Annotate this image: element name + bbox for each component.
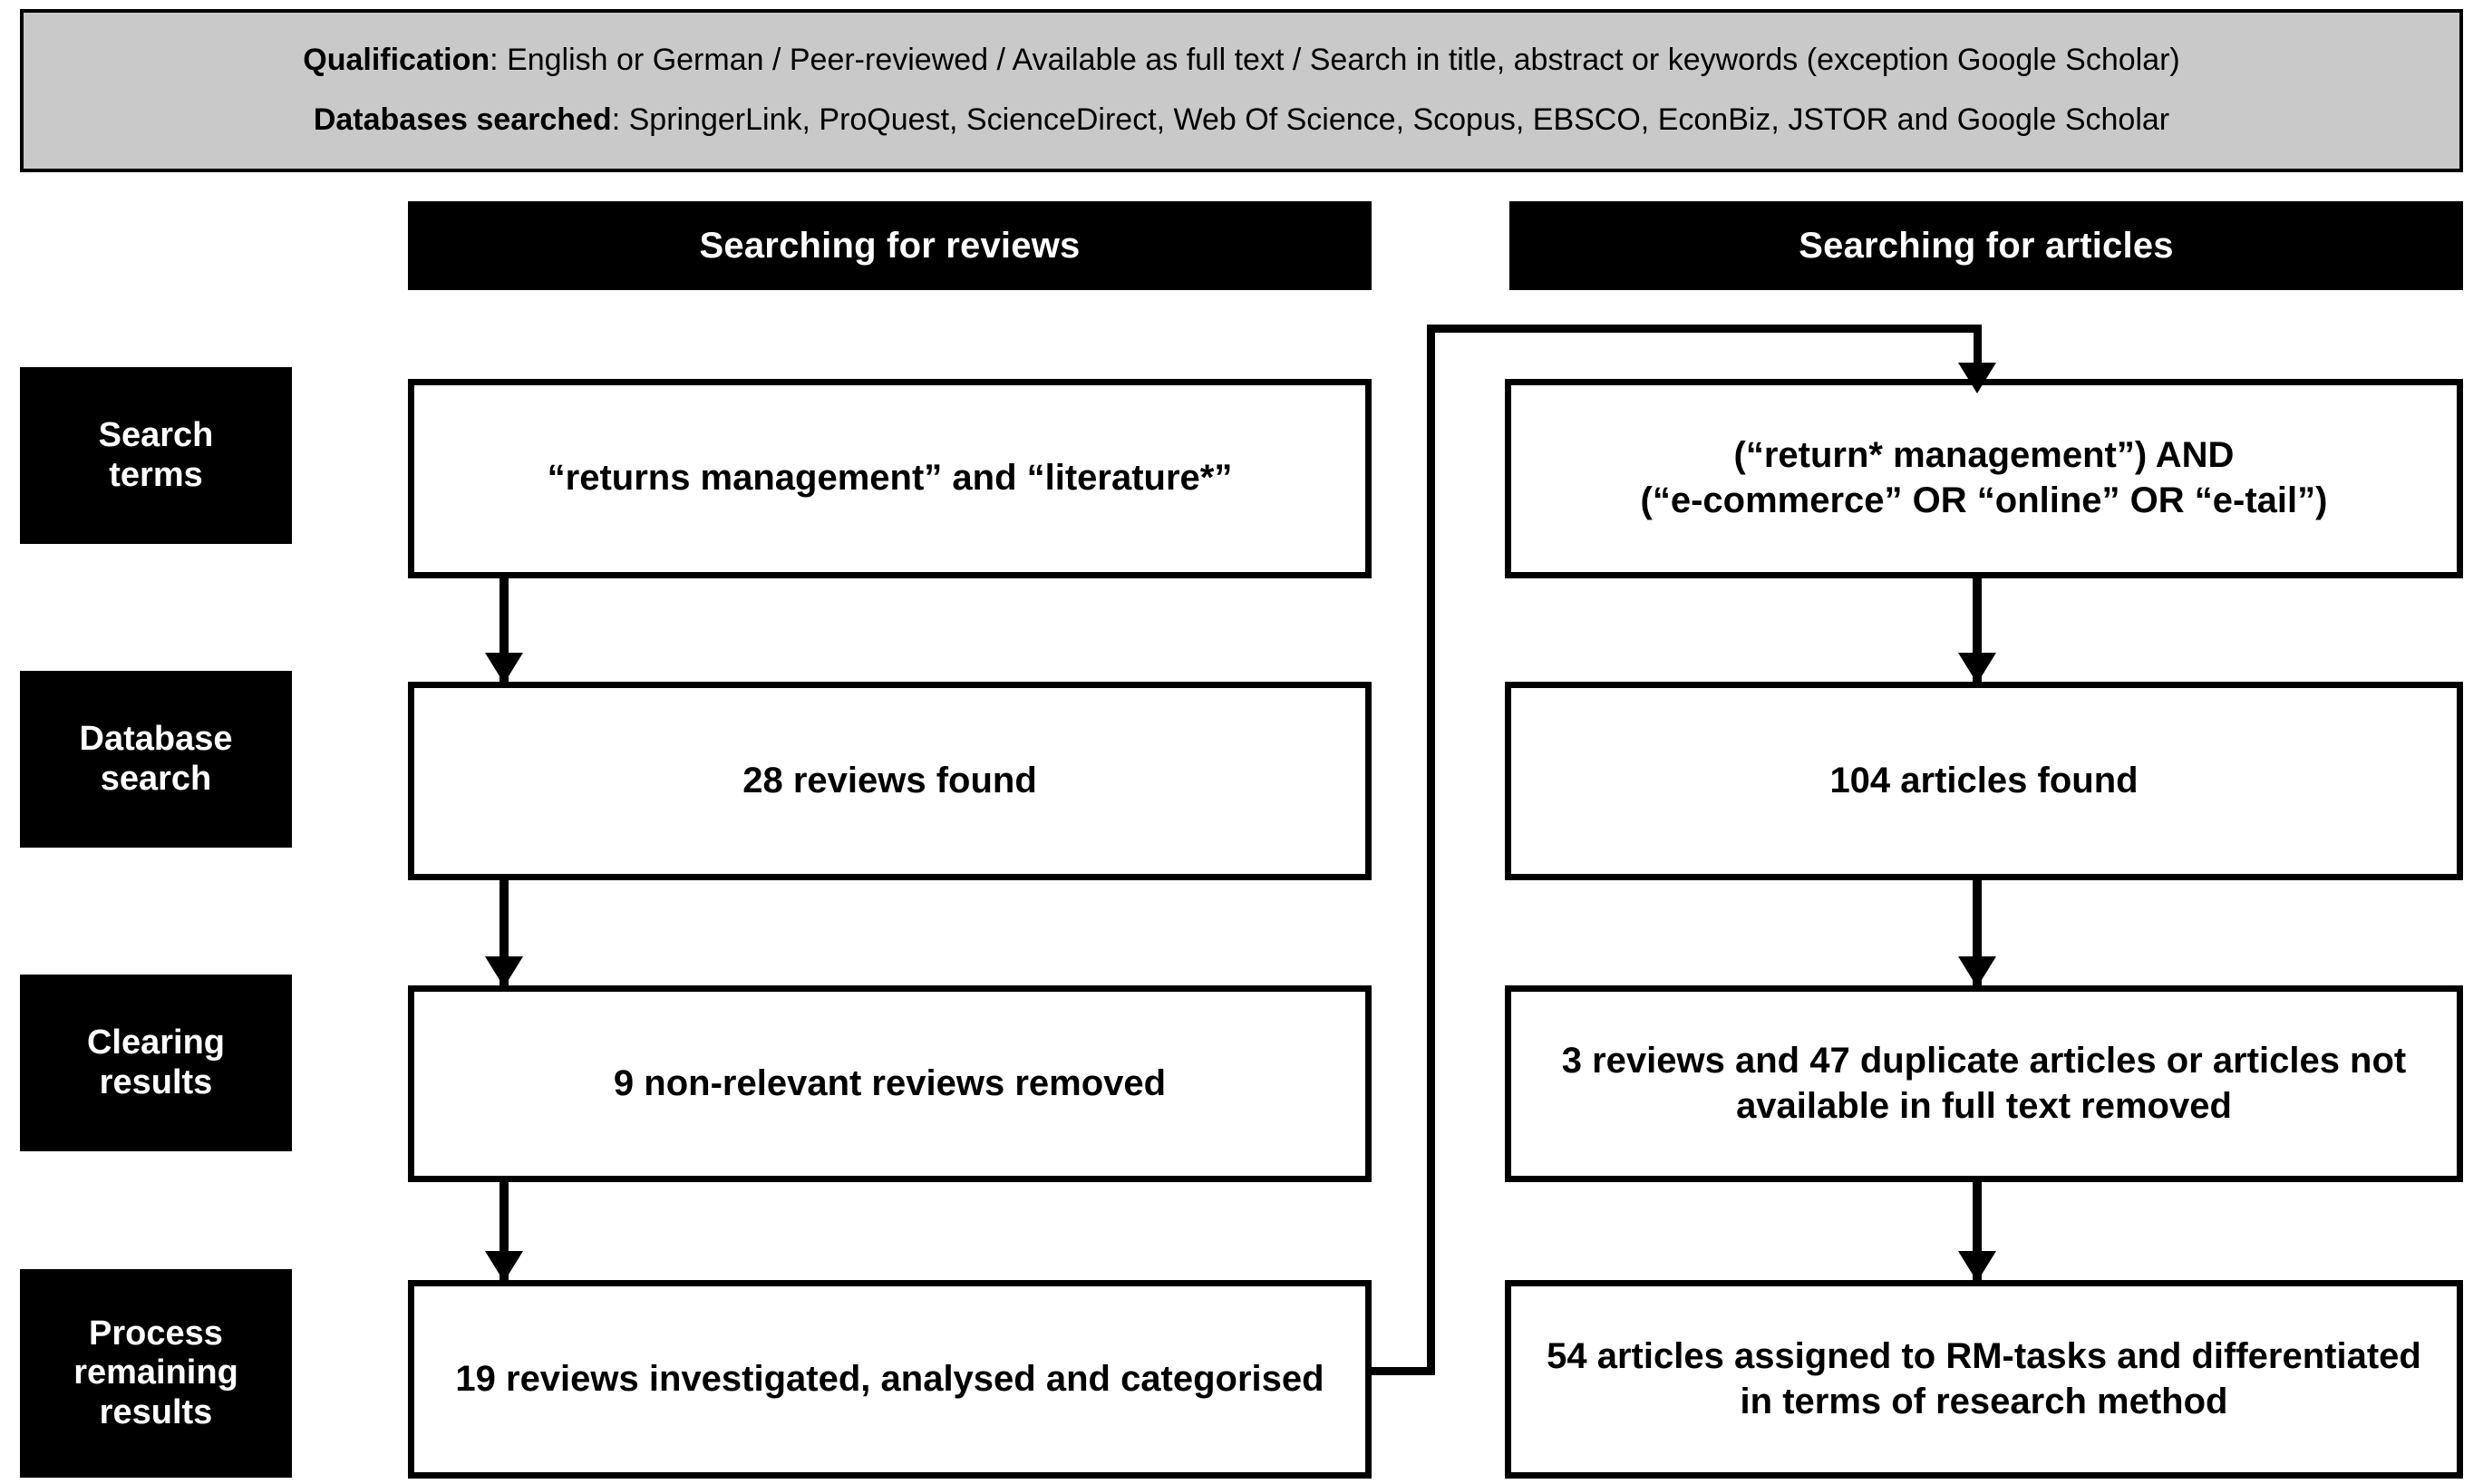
arrow-down-icon-reviews-1 <box>485 578 523 684</box>
arrow-down-icon-reviews-2 <box>485 880 523 987</box>
arrow-down-icon-reviews-3 <box>485 1182 523 1282</box>
databases-label: Databases searched <box>313 102 612 137</box>
qualification-text: : English or German / Peer-reviewed / Av… <box>490 43 2180 78</box>
flow-box-reviews-search-terms: “returns management” and “literature*” <box>408 379 1372 578</box>
column-header-reviews: Searching for reviews <box>408 201 1372 290</box>
flow-box-articles-database-search: 104 articles found <box>1505 682 2463 880</box>
flow-box-articles-clearing-results: 3 reviews and 47 duplicate articles or a… <box>1505 985 2463 1182</box>
column-header-articles: Searching for articles <box>1509 201 2463 290</box>
connector-segment-horizontal-bottom <box>1372 1367 1435 1375</box>
databases-line: Databases searched: SpringerLink, ProQue… <box>313 102 2170 137</box>
databases-text: : SpringerLink, ProQuest, ScienceDirect,… <box>611 102 2170 137</box>
arrow-down-icon-articles-2 <box>1958 880 1996 987</box>
flow-box-articles-search-terms: (“return* management”) AND(“e-commerce” … <box>1505 379 2463 578</box>
arrow-down-icon-articles-3 <box>1958 1182 1996 1282</box>
qualification-label: Qualification <box>303 43 490 78</box>
criteria-banner: Qualification: English or German / Peer-… <box>20 9 2463 172</box>
connector-segment-vertical-down <box>1974 325 1982 370</box>
flow-box-reviews-process-remaining: 19 reviews investigated, analysed and ca… <box>408 1280 1372 1479</box>
flow-box-articles-process-remaining: 54 articles assigned to RM-tasks and dif… <box>1505 1280 2463 1479</box>
arrow-down-icon-feedback <box>1958 363 1996 393</box>
connector-segment-horizontal-top <box>1427 325 1982 333</box>
qualification-line: Qualification: English or German / Peer-… <box>303 44 2180 77</box>
arrow-down-icon-articles-1 <box>1958 578 1996 684</box>
flow-box-reviews-clearing-results: 9 non-relevant reviews removed <box>408 985 1372 1182</box>
flow-box-reviews-database-search: 28 reviews found <box>408 682 1372 880</box>
connector-segment-vertical-left <box>1427 325 1435 1375</box>
